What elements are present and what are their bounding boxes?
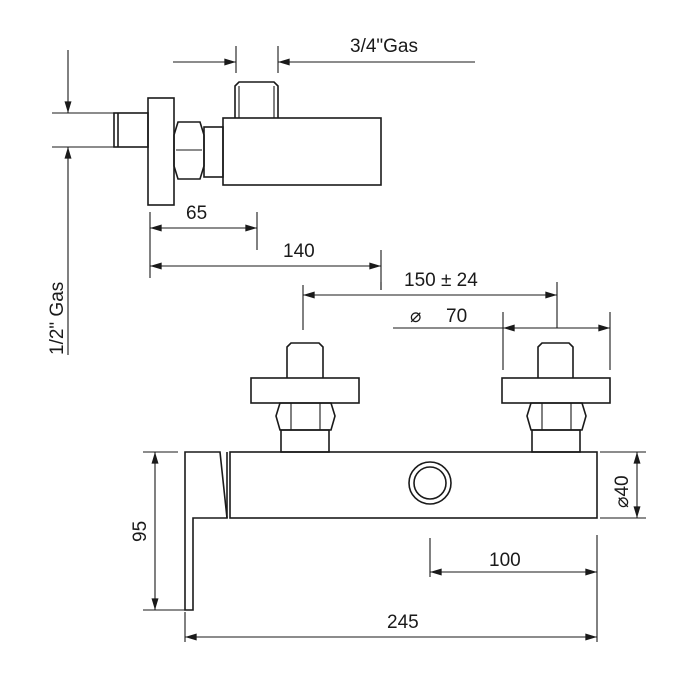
left-connector <box>250 342 360 453</box>
wall-flange <box>147 97 175 206</box>
dim-length-label: 245 <box>387 612 419 633</box>
dim-flange-label: 70 <box>446 306 467 327</box>
handle-inner <box>413 466 447 500</box>
handle-outer <box>408 461 452 505</box>
outlet-thread-label: 3/4"Gas <box>350 36 418 57</box>
inlet-pipe <box>113 112 149 148</box>
mixer-body <box>229 451 598 519</box>
dim-65-label: 65 <box>186 203 207 224</box>
outlet-stub <box>234 81 279 118</box>
dim-outlet-offset-label: 100 <box>489 550 521 571</box>
connector-pipe <box>203 126 224 178</box>
front-view: 150 ± 24 ⌀ 70 ⌀40 95 100 245 <box>130 270 646 642</box>
diameter-symbol: ⌀ <box>410 306 421 327</box>
spout <box>184 451 228 611</box>
top-view: 3/4"Gas 1/2" Gas 65 140 <box>47 36 475 355</box>
inlet-thread-label: 1/2" Gas <box>47 282 68 355</box>
dim-140-label: 140 <box>283 241 315 262</box>
dim-height-label: 95 <box>130 521 151 542</box>
right-connector <box>501 342 611 453</box>
dim-centers-label: 150 ± 24 <box>404 270 478 291</box>
valve-body <box>222 117 382 186</box>
hex-nut <box>173 121 205 180</box>
dim-body-diameter-label: ⌀40 <box>612 475 633 508</box>
